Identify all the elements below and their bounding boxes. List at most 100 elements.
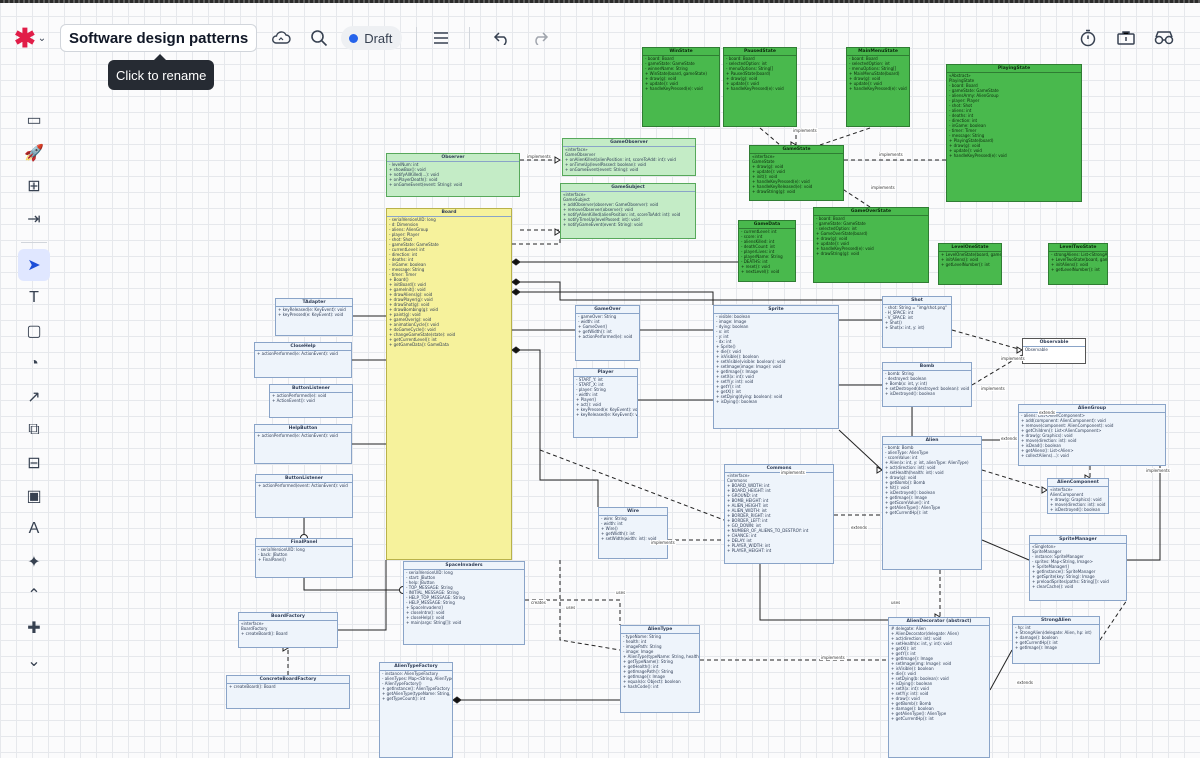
uml-class-spaceinvaders[interactable]: SpaceInvaders- serialVersionUID: long- s…	[403, 561, 525, 645]
uml-class-levelonestate[interactable]: LevelOneState+ LevelOneState(board, game…	[938, 243, 1002, 285]
line-tool-tool-button[interactable]: ↗	[18, 381, 50, 413]
uml-class-member: + onAlienKilled(alienPosition: int, scor…	[565, 157, 676, 162]
chevron-down-tool-button[interactable]: ⌄	[18, 645, 50, 677]
uml-class-tadapter[interactable]: TAdapter+ keyReleased(e: KeyEvent): void…	[275, 298, 353, 336]
uml-connector[interactable]	[338, 560, 387, 631]
uml-arrowhead	[511, 278, 521, 286]
uml-class-wire[interactable]: Wire- wire: String- width: int+ Wire()+ …	[598, 507, 668, 559]
uml-class-aliendecorator[interactable]: AlienDecorator (abstract)# delegate: Ali…	[888, 617, 990, 758]
document-title[interactable]: Software design patterns	[60, 24, 258, 52]
uml-connector[interactable]	[759, 127, 781, 146]
uml-connector[interactable]	[971, 354, 1023, 386]
uml-connector[interactable]	[303, 578, 403, 591]
data-tool-button[interactable]: ⊟	[18, 447, 50, 479]
uml-class-finalpanel[interactable]: FinalPanel- serialVersionUID: long- back…	[255, 538, 353, 578]
uml-class-alien[interactable]: Alien- bomb: Bomb- alienType: AlienType-…	[882, 436, 982, 570]
ai-sparkle-tool-button[interactable]: ✦	[18, 546, 50, 578]
uml-class-member: - aliens: int	[949, 108, 972, 113]
uml-class-gameoverstate[interactable]: GameOverState- board: Board- gameState: …	[813, 207, 929, 283]
uml-class-member: + main(args: String[]): void	[406, 620, 462, 625]
uml-class-sprite[interactable]: Sprite- visible: boolean- image: Image- …	[713, 305, 839, 429]
uml-class-player[interactable]: Player- START_Y: int- START_X: int- play…	[573, 368, 638, 438]
uml-class-alientype[interactable]: AlienType- typeName: String- health: int…	[620, 625, 700, 713]
status-badge[interactable]: Draft	[341, 26, 403, 50]
uml-class-alientypefactory[interactable]: AlienTypeFactory- instance: AlienTypeFac…	[379, 662, 453, 758]
uml-class-winstate[interactable]: WinState- board: Board- gameState: GameS…	[642, 47, 720, 127]
uml-connector[interactable]	[512, 239, 561, 245]
container-tool-button[interactable]: ⧉	[18, 414, 50, 446]
uml-class-spritemanager[interactable]: SpriteManager«Singleton»SpriteManager- i…	[1029, 535, 1127, 601]
frame-tool-button[interactable]: ▭	[18, 104, 50, 136]
import-tool-button[interactable]: ⇥	[18, 203, 50, 235]
uml-class-observer[interactable]: Observer- levelNum: int+ showBox(): void…	[386, 153, 520, 197]
uml-class-buttonlistener2[interactable]: ButtonListener+ actionPerformed(event: A…	[255, 474, 353, 518]
chevron-down-icon: ⌄	[27, 653, 41, 670]
uml-connector[interactable]	[1099, 599, 1128, 641]
sticky-note-tool-button[interactable]: ▢	[18, 315, 50, 347]
uml-connector[interactable]	[759, 564, 888, 621]
text-tool-tool-button[interactable]: T	[18, 282, 50, 314]
uml-class-helpbutton[interactable]: HelpButton+ actionPerformed(e: ActionEve…	[254, 424, 352, 464]
uml-class-aliengroup[interactable]: AlienGroup- aliens: List<AlienComponent>…	[1018, 404, 1166, 466]
uml-class-pausedstate[interactable]: PausedState- board: Board- selectedOptio…	[723, 47, 797, 127]
uml-class-leveltwostate[interactable]: LevelTwoState- strongAliens: List<Strong…	[1048, 243, 1108, 285]
uml-class-playingstate[interactable]: PlayingState«Abstract»PlayingState- boar…	[946, 64, 1082, 202]
uml-class-gameobserver[interactable]: GameObserver«interface»GameObserver+ onA…	[562, 138, 696, 176]
cloud-sync-icon[interactable]	[267, 24, 295, 52]
uml-connector[interactable]	[512, 349, 599, 507]
uml-connector[interactable]	[951, 329, 1023, 351]
uml-connector[interactable]	[512, 281, 882, 301]
timer-icon[interactable]	[1074, 24, 1102, 52]
uml-class-gameover[interactable]: GameOver- gameOver: String- width: int+ …	[575, 305, 640, 361]
uml-class-strongalien[interactable]: StrongAlien- hp: int+ StrongAlien(delega…	[1012, 616, 1100, 664]
uml-connector[interactable]	[539, 449, 725, 521]
uml-class-title: GameSubject	[561, 184, 695, 192]
uml-class-member: - levelNum: int	[389, 162, 419, 167]
uml-class-gamesubject[interactable]: GameSubject«interface»GameSubject+ addOb…	[560, 183, 696, 239]
search-icon[interactable]	[305, 24, 333, 52]
uml-class-aliencomponent[interactable]: AlienComponent«interface»AlienComponent+…	[1047, 478, 1109, 514]
select-cursor-tool-button[interactable]: ➤	[18, 249, 50, 281]
image-tool-button[interactable]: ▣	[18, 480, 50, 512]
present-icon[interactable]	[1112, 24, 1140, 52]
uml-class-title: SpaceInvaders	[404, 562, 524, 570]
hamburger-menu-icon[interactable]	[427, 24, 455, 52]
uml-connector[interactable]	[981, 469, 1048, 491]
logo-shape-tool-button[interactable]: ⌃	[18, 579, 50, 611]
rocket-tool-button[interactable]: 🚀	[18, 137, 50, 169]
uml-connector[interactable]	[512, 291, 714, 305]
uml-class-concreteboardfactory[interactable]: ConcreteBoardFactory+ createBoard(): Boa…	[226, 675, 350, 709]
uml-class-gamedata[interactable]: GameData- currentLevel: int- score: int-…	[738, 220, 796, 282]
uml-class-mainmenustate[interactable]: MainMenuState- board: Board- selectedOpt…	[846, 47, 910, 127]
uml-connector[interactable]	[559, 560, 621, 651]
more-shapes-tool-button[interactable]: ✚	[18, 612, 50, 644]
add-frame-tool-button[interactable]: ⊞	[18, 170, 50, 202]
uml-class-member: + getAlienType(): AlienType	[891, 711, 947, 716]
uml-connector[interactable]	[819, 127, 871, 146]
redo-icon[interactable]	[526, 24, 554, 52]
uml-connector[interactable]	[989, 649, 1013, 691]
uml-class-gamestate[interactable]: GameState«interface»GameState+ draw(g): …	[749, 145, 844, 201]
uml-connector[interactable]	[843, 189, 871, 208]
uml-class-boardfactory[interactable]: BoardFactory«interface»BoardFactory+ cre…	[238, 612, 338, 648]
shapes-tool-button[interactable]: ◔	[18, 348, 50, 380]
undo-icon[interactable]	[488, 24, 516, 52]
uml-connector[interactable]	[525, 599, 621, 625]
uml-connector[interactable]	[981, 539, 1030, 561]
logo-menu-button[interactable]: ✱ ⌄	[14, 22, 54, 54]
uml-class-member: + handleKeyPressed(e): void	[726, 86, 784, 91]
glasses-icon[interactable]	[1150, 24, 1178, 52]
uml-class-bomb[interactable]: Bomb- bomb: String- destroyed: boolean+ …	[882, 362, 972, 407]
uml-class-member: - H_SPACE: int	[885, 310, 914, 315]
font-tool-button[interactable]: A	[18, 513, 50, 545]
uml-class-shot[interactable]: Shot- shot: String = "img/shot.png"- H_S…	[882, 296, 952, 348]
uml-class-board[interactable]: Board- serialVersionUID: long- d: Dimens…	[386, 208, 512, 560]
uml-class-closehelp[interactable]: CloseHelp+ actionPerformed(e: ActionEven…	[254, 342, 352, 378]
uml-connector[interactable]	[838, 429, 883, 471]
ai-sparkle-icon: ✦	[27, 554, 41, 571]
uml-class-commons[interactable]: Commons«interface»Commons+ BOARD_WIDTH: …	[724, 464, 834, 564]
uml-class-member: «interface»	[1050, 487, 1073, 492]
uml-class-buttonlistener[interactable]: ButtonListener+ actionPerformed(e): void…	[269, 384, 353, 418]
shapes-icon: ◔	[29, 355, 39, 372]
